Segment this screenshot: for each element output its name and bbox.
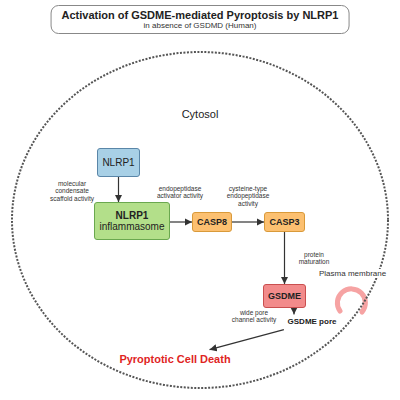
edge-label: endopeptidase activator activity [147,185,213,199]
cytosol-ellipse [12,52,388,388]
membrane-label: Plasma membrane [318,269,387,278]
node-label: Pyroptotic Cell Death [119,353,230,366]
edge-label: wide pore channel activity [227,309,281,323]
node-label: Cytosol [182,108,219,121]
pore-node: GSDME pore [282,314,342,329]
node-label: GSDME [268,291,301,301]
connector-arrow [170,221,192,222]
enzyme-box: CASP8 [192,212,232,232]
protein-box: NLRP1 [97,148,140,177]
connector-arrow [210,330,284,350]
connector-arrow [118,177,119,202]
enzyme-box: CASP3 [264,212,305,232]
protein-box: GSDME [263,284,306,308]
edge-label: cysteine-type endopeptidase activity [215,185,281,206]
edge-label: molecular condensate scaffold activity [48,180,96,201]
node-label: GSDME pore [288,317,337,326]
node-label: NLRP1 [116,210,149,222]
subtitle: in absence of GSDMD (Human) [62,21,339,30]
node-label: NLRP1 [102,157,134,169]
node-label: CASP3 [269,217,299,227]
title: Activation of GSDME-mediated Pyroptosis … [62,9,339,21]
connector-arrow [293,308,294,314]
title-box: Activation of GSDME-mediated Pyroptosis … [51,5,350,34]
node-sublabel: inflammasome [99,221,164,233]
node-label: CASP8 [197,217,227,227]
edge-label: protein maturation [291,251,337,265]
connector-arrow [232,221,264,222]
pore-arc [337,289,365,312]
cytosol-region: CytosolNLRP1NLRP1inflammasomeCASP8CASP3G… [10,50,390,390]
connector-arrow [284,232,285,284]
outcome-text: Pyroptotic Cell Death [110,350,240,369]
complex-box: NLRP1inflammasome [94,202,169,240]
